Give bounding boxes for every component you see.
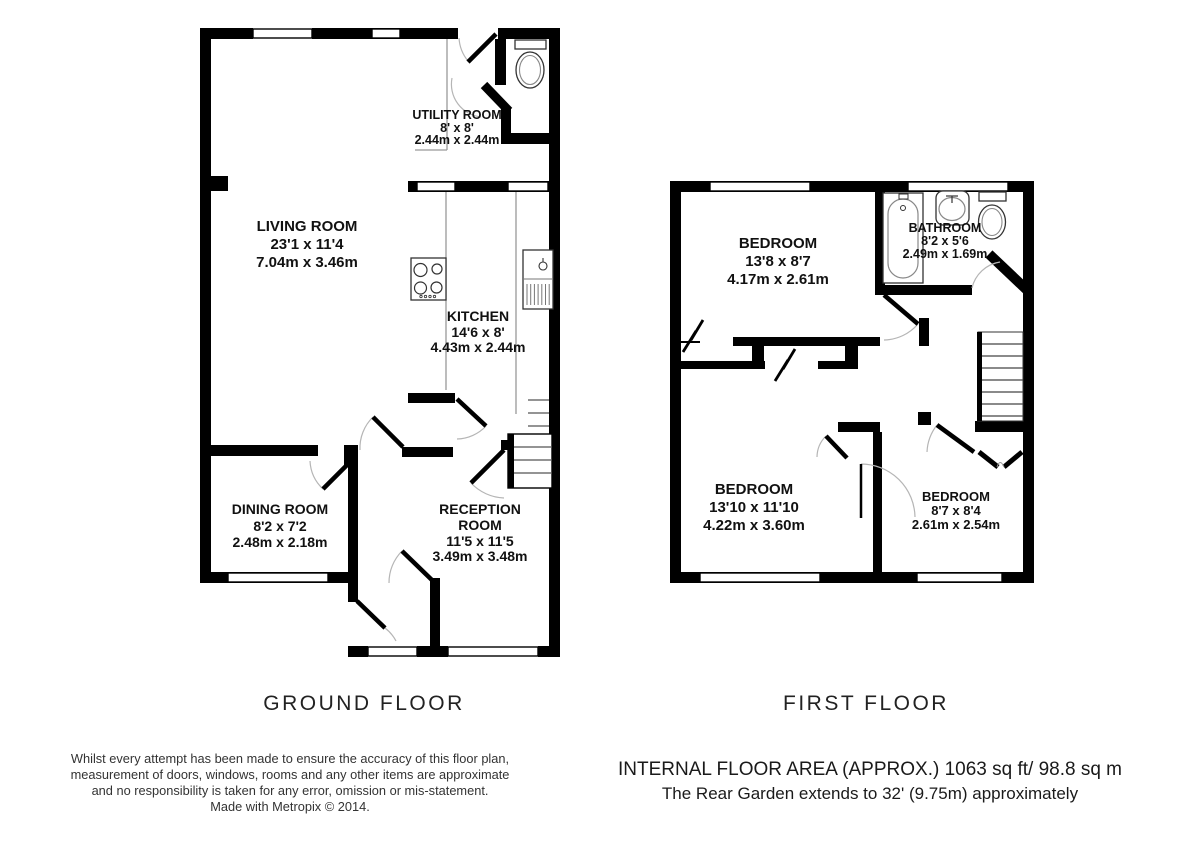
disclaimer-line-2: measurement of doors, windows, rooms and… [71,767,510,782]
zigzag-break-2 [773,348,797,382]
first-room-labels: BEDROOM 13'8 x 8'7 4.17m x 2.61m BATHROO… [703,221,1000,534]
reception-room-label-2: ROOM [458,517,502,533]
bedroom3-label: BEDROOM [922,489,990,504]
disclaimer-line-4: Made with Metropix © 2014. [210,799,370,814]
front-door-opening [367,646,418,657]
wc-toilet-fixture [514,39,547,89]
cupboard-door-left [977,450,1000,469]
first-walls [670,181,1034,583]
kitchen-window-left [416,181,456,192]
bedroom1-window [709,181,811,192]
ground-door-leaves [321,32,506,630]
bedroom1-metric: 4.17m x 2.61m [727,271,829,288]
stair-angled-wall [985,250,1032,295]
bathroom-label: BATHROOM [909,221,982,235]
floor-titles: GROUND FLOOR FIRST FLOOR [263,692,949,715]
cupboard-door-mark [996,462,1005,468]
bathroom-window [907,181,1009,192]
bedroom1-label: BEDROOM [739,235,817,252]
dining-room-door [321,459,353,491]
utility-room-imperial: 8' x 8' [440,121,474,135]
ground-floor-title: GROUND FLOOR [263,692,465,715]
front-door [355,599,387,630]
living-room-label: LIVING ROOM [257,218,358,235]
bedroom3-door [935,423,976,454]
bedroom1-door [882,293,920,326]
wc-angled-wall [480,81,513,115]
bathroom-metric: 2.49m x 1.69m [903,247,988,261]
bedroom3-window [916,572,1003,583]
first-stairs [977,331,1024,422]
bedroom2-metric: 4.22m x 3.60m [703,517,805,534]
kitchen-label: KITCHEN [447,308,509,324]
utility-door [466,32,498,64]
first-windows [699,181,1009,583]
wall-break-symbols [681,319,797,382]
disclaimer-line-3: and no responsibility is taken for any e… [92,783,489,798]
disclaimer-block: Whilst every attempt has been made to en… [71,751,510,814]
zigzag-break-1 [681,319,705,353]
ground-stairs [507,399,553,489]
hall-door [400,549,436,584]
bedroom3-metric: 2.61m x 2.54m [912,517,1000,532]
rear-garden-note: The Rear Garden extends to 32' (9.75m) a… [662,784,1079,803]
basin-fixture [935,190,970,226]
kitchen-metric: 4.43m x 2.44m [431,339,526,355]
toilet-fixture [977,191,1007,240]
bedroom1-imperial: 13'8 x 8'7 [745,253,811,270]
bathroom-imperial: 8'2 x 5'6 [921,234,969,248]
living-room-window [252,28,313,39]
worktop-lines [415,39,517,414]
ground-door-arcs [309,37,505,642]
dining-room-imperial: 8'2 x 7'2 [253,518,307,534]
rear-window [371,28,401,39]
reception-room-metric: 3.49m x 3.48m [433,548,528,564]
first-floor-title: FIRST FLOOR [783,692,949,715]
ground-room-labels: LIVING ROOM 23'1 x 11'4 7.04m x 3.46m UT… [232,108,528,564]
dining-room-window [227,572,329,583]
bedroom2-window [699,572,821,583]
bedroom3-imperial: 8'7 x 8'4 [931,503,981,518]
ground-windows [227,28,549,657]
dining-room-label: DINING ROOM [232,501,328,517]
first-floor-plan: BEDROOM 13'8 x 8'7 4.17m x 2.61m BATHROO… [670,181,1034,583]
first-door-arcs [816,261,1001,518]
first-door-leaves [824,293,1024,518]
ground-floor-plan: LIVING ROOM 23'1 x 11'4 7.04m x 3.46m UT… [200,28,560,657]
bedroom2-door [824,434,849,460]
bedroom2-label: BEDROOM [715,481,793,498]
reception-room-imperial: 11'5 x 11'5 [446,533,514,549]
cupboard-door-right [1002,450,1024,469]
kitchen-imperial: 14'6 x 8' [451,324,504,340]
utility-room-metric: 2.44m x 2.44m [415,133,500,147]
hob-fixture [410,257,447,301]
internal-floor-area: INTERNAL FLOOR AREA (APPROX.) 1063 sq ft… [618,759,1122,780]
kitchen-sink-fixture [522,249,554,310]
disclaimer-line-1: Whilst every attempt has been made to en… [71,751,509,766]
bedroom2-imperial: 13'10 x 11'10 [709,499,799,516]
reception-door [469,448,506,485]
utility-room-label: UTILITY ROOM [412,108,501,122]
area-summary-block: INTERNAL FLOOR AREA (APPROX.) 1063 sq ft… [618,759,1122,803]
kitchen-door [455,397,488,428]
living-room-imperial: 23'1 x 11'4 [270,236,344,253]
living-room-metric: 7.04m x 3.46m [256,254,358,271]
dining-room-metric: 2.48m x 2.18m [233,534,328,550]
living-room-door [371,415,405,449]
bathtub-fixture [882,192,924,284]
kitchen-window-right [507,181,549,192]
reception-room-label-1: RECEPTION [439,501,521,517]
reception-window [447,646,539,657]
